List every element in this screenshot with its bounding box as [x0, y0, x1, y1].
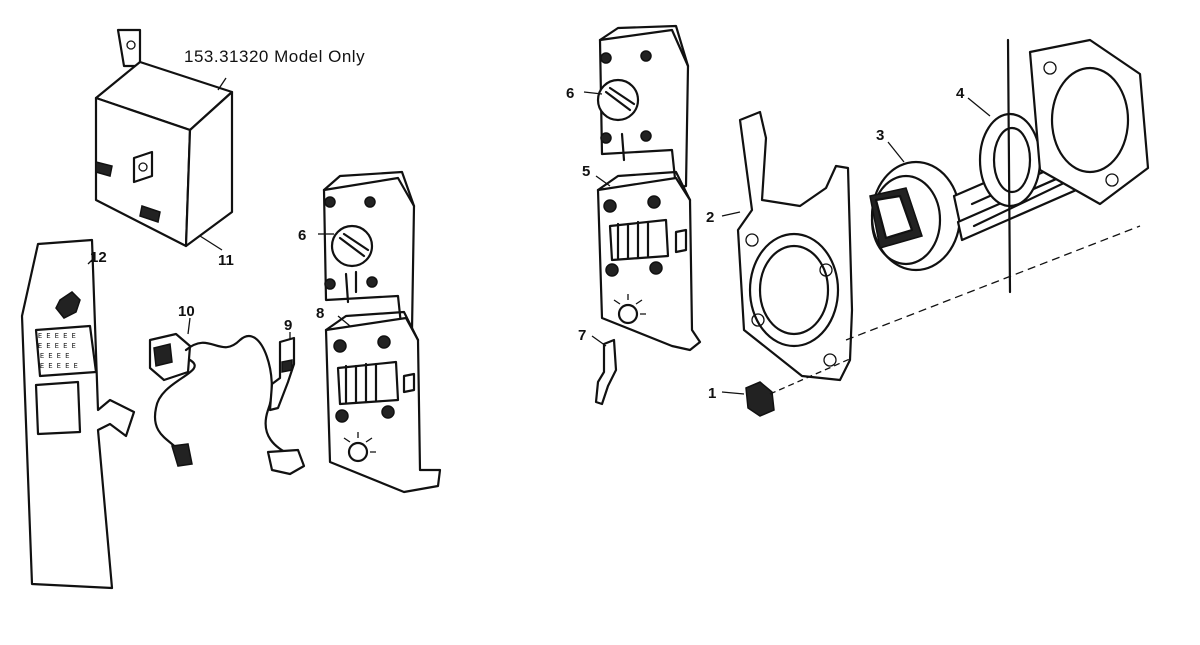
part-11-junction-box — [94, 28, 234, 251]
label-3: 3 — [876, 127, 884, 144]
label-1: 1 — [708, 385, 716, 402]
label-12: 12 — [90, 249, 107, 266]
label-7: 7 — [578, 327, 586, 344]
svg-text:E E E E E: E E E E E — [38, 343, 76, 351]
svg-text:E E E E E: E E E E E — [38, 333, 76, 341]
part-6-thermostat-right — [583, 24, 690, 190]
part-10-switch-wiring — [148, 317, 306, 476]
label-5: 5 — [582, 163, 590, 180]
model-note: 153.31320 Model Only — [184, 47, 365, 66]
label-9: 9 — [284, 317, 292, 334]
label-10: 10 — [178, 303, 195, 320]
part-7-clip — [591, 335, 618, 406]
label-2: 2 — [706, 209, 714, 226]
part-2-gasket-bracket — [721, 110, 854, 382]
part-6-thermostat-left — [318, 170, 416, 336]
tank-wall-fragment — [845, 38, 1150, 341]
label-4: 4 — [956, 85, 965, 102]
svg-text:E E E E: E E E E — [40, 353, 69, 361]
part-5-thermostat-dial — [595, 170, 702, 352]
part-8-thermostat-dial — [324, 310, 442, 494]
label-11: 11 — [218, 252, 234, 269]
part-9-clip — [268, 332, 296, 412]
part-1-screw — [721, 357, 853, 417]
label-8: 8 — [316, 305, 324, 322]
label-6-right: 6 — [566, 85, 574, 102]
label-6-left: 6 — [298, 227, 306, 244]
part-12-label-card: E E E E E E E E E E E E E E E E E E E — [20, 238, 136, 590]
svg-text:E E E E E: E E E E E — [40, 363, 78, 371]
